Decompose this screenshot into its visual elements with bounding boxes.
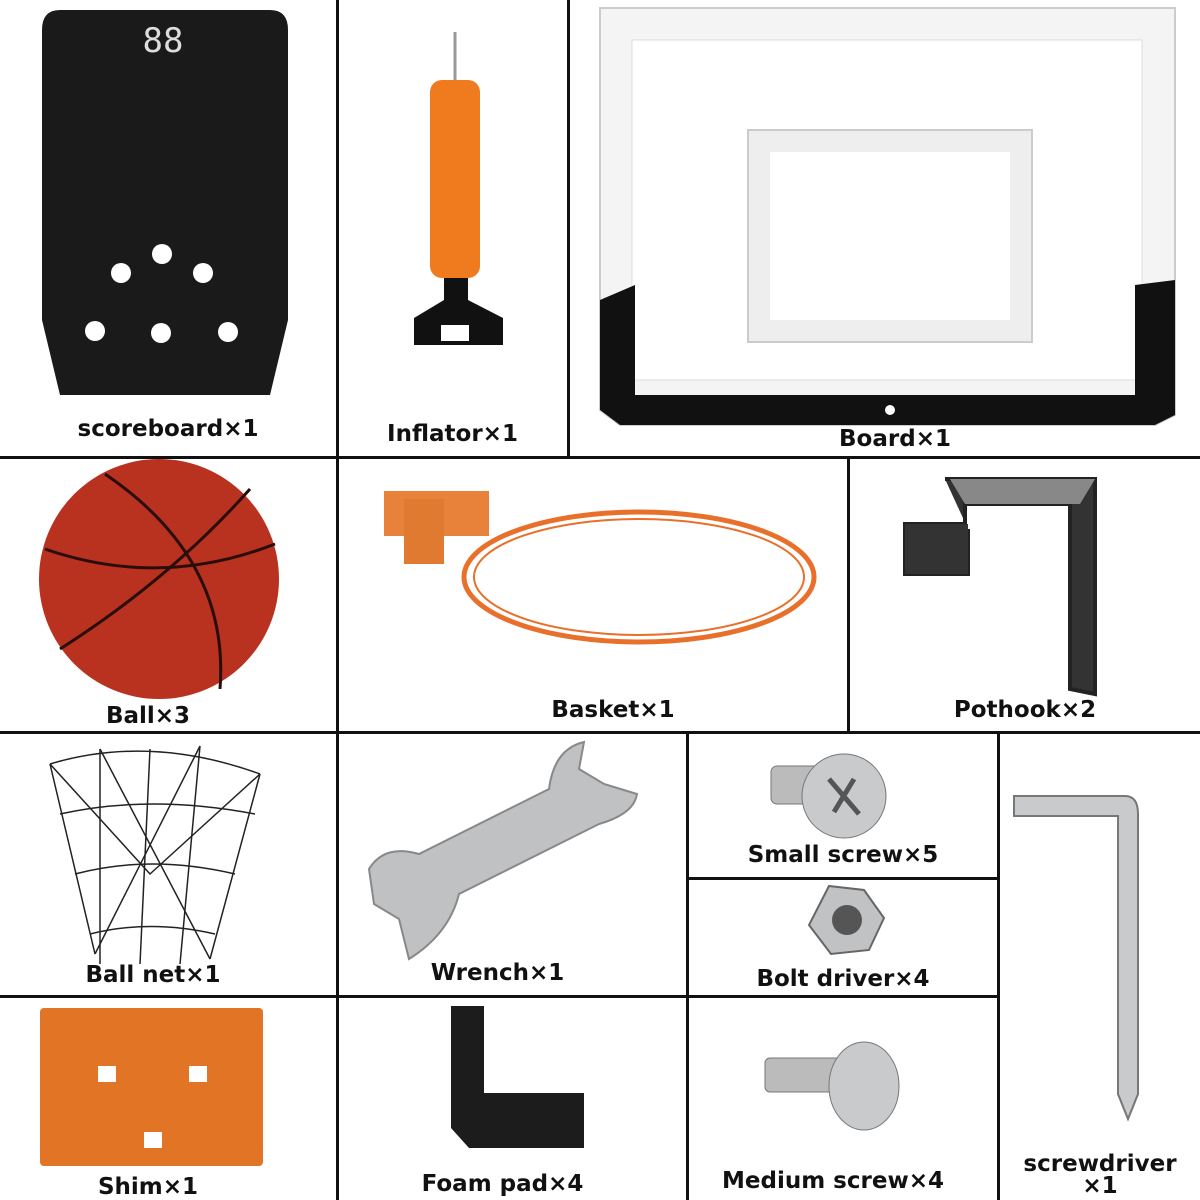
part-label: Board×1 xyxy=(839,426,951,452)
board-image xyxy=(599,7,1176,426)
wrench-image xyxy=(367,740,639,961)
part-label: Inflator×1 xyxy=(387,421,518,447)
part-label: ×1 xyxy=(1082,1173,1118,1199)
part-label: Wrench×1 xyxy=(430,960,565,986)
part-small-screw: Small screw×5 xyxy=(689,734,997,877)
part-board: Board×1 xyxy=(570,0,1200,456)
hex-key-image xyxy=(1013,795,1139,1122)
scoreboard-image: 88 xyxy=(42,10,288,395)
part-inflator: Inflator×1 xyxy=(338,0,567,456)
part-label: Shim×1 xyxy=(97,1174,199,1200)
foam-pad-image xyxy=(451,1006,584,1148)
part-basket: Basket×1 xyxy=(339,459,847,731)
grid-line xyxy=(686,732,689,1200)
grid-line xyxy=(567,0,570,457)
part-label: Medium screw×4 xyxy=(722,1168,944,1194)
part-bolt-driver: Bolt driver×4 xyxy=(689,880,997,995)
grid-line xyxy=(0,995,999,998)
grid-line xyxy=(687,877,999,880)
inflator-image xyxy=(414,32,503,345)
part-ball: Ball×3 xyxy=(0,459,336,731)
part-label: Ball net×1 xyxy=(85,962,221,988)
pothook-image xyxy=(903,477,1097,697)
ball-net-image xyxy=(49,745,261,965)
part-label: Bolt driver×4 xyxy=(756,966,930,992)
part-label: Small screw×5 xyxy=(747,842,939,868)
nut-image xyxy=(807,884,886,956)
part-screwdriver: screwdriver ×1 xyxy=(1000,734,1200,1200)
part-ball-net: Ball net×1 xyxy=(0,734,336,995)
part-shim: Shim×1 xyxy=(0,998,336,1200)
grid-line xyxy=(0,456,1200,459)
part-label: Ball×3 xyxy=(105,703,191,729)
grid-line xyxy=(336,0,339,1200)
scoreboard-display: 88 xyxy=(143,21,184,61)
grid-line xyxy=(847,457,850,733)
part-scoreboard: 88 scoreboard×1 xyxy=(0,0,336,456)
part-label: screwdriver xyxy=(1023,1151,1177,1177)
basket-image xyxy=(384,491,817,645)
grid-line xyxy=(0,731,1200,734)
shim-image xyxy=(40,1008,263,1166)
medium-screw-image xyxy=(764,1041,900,1131)
ball-image xyxy=(39,459,279,699)
part-label: Basket×1 xyxy=(551,697,675,723)
part-wrench: Wrench×1 xyxy=(339,734,686,995)
part-foam-pad: Foam pad×4 xyxy=(339,998,686,1200)
part-medium-screw: Medium screw×4 xyxy=(689,998,997,1200)
part-pothook: Pothook×2 xyxy=(850,459,1200,731)
part-label: Pothook×2 xyxy=(953,697,1097,723)
part-label: scoreboard×1 xyxy=(77,416,259,442)
part-label: Foam pad×4 xyxy=(421,1171,584,1197)
small-screw-image xyxy=(770,753,887,839)
grid-line xyxy=(997,732,1000,1200)
